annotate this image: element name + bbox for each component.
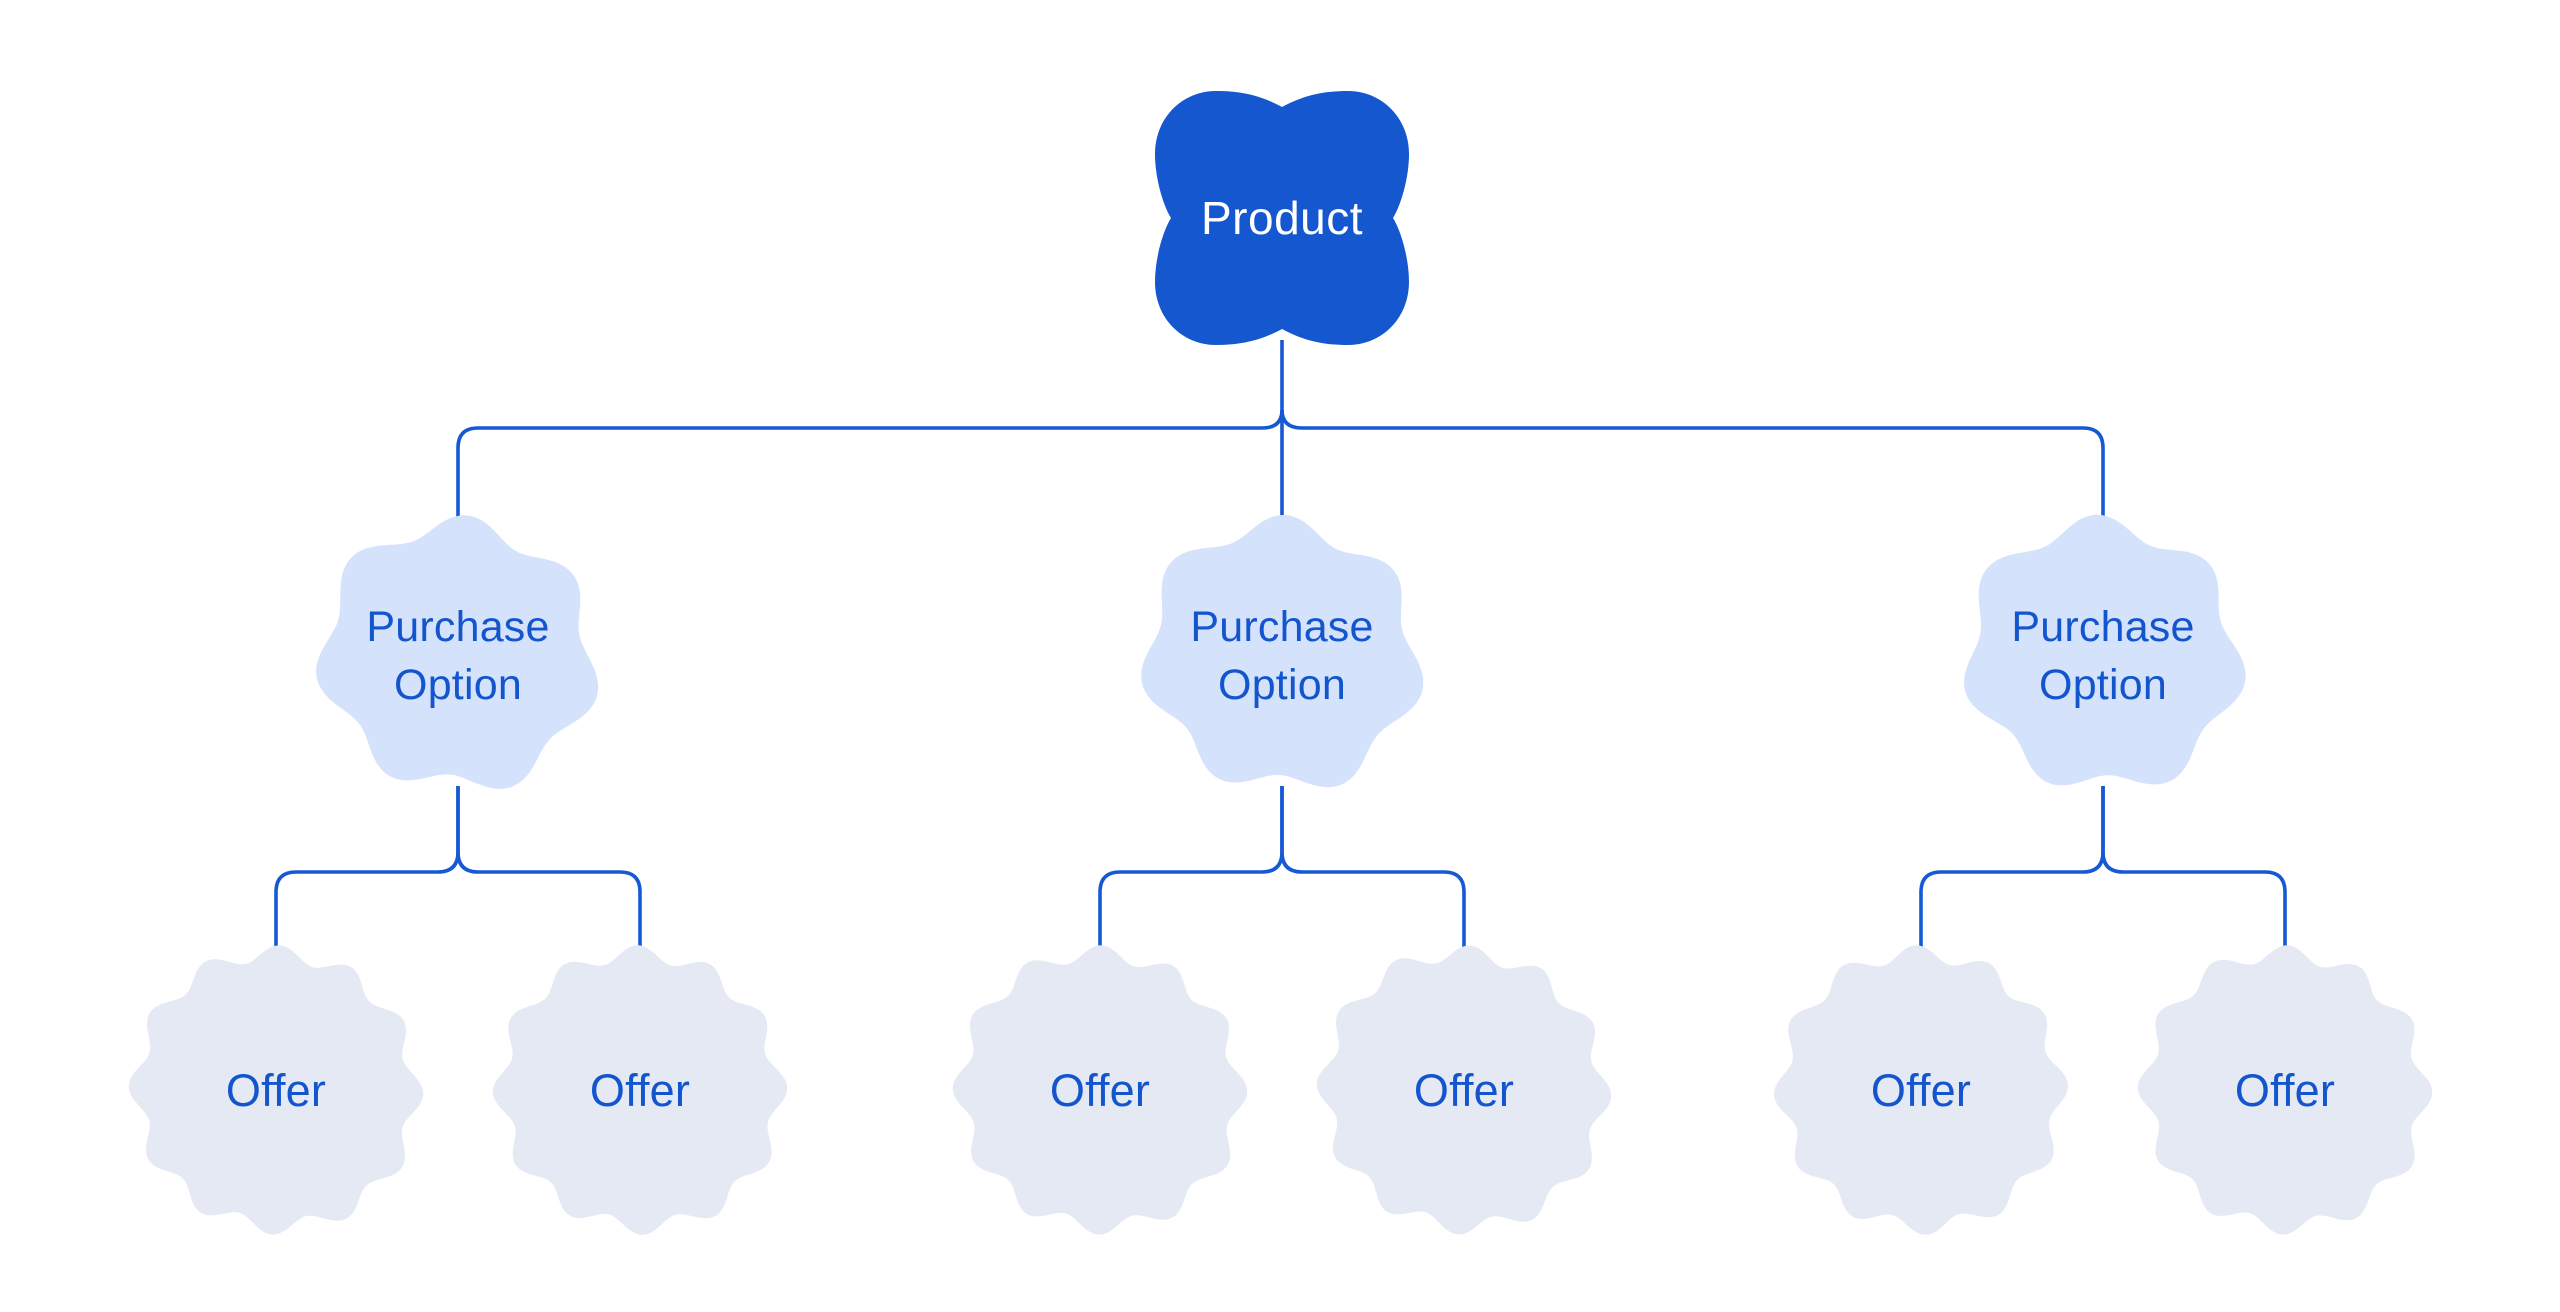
- purchase-option-node: [316, 515, 599, 789]
- offer-node-label: Offer: [1871, 1065, 1971, 1116]
- offer-node: [1316, 945, 1612, 1235]
- offer-node: [952, 945, 1248, 1235]
- offer-node-label: Offer: [1050, 1065, 1150, 1116]
- connector-line: [456, 409, 1284, 520]
- purchase-option-label-line2: Option: [2039, 661, 2167, 709]
- offer-node: [2137, 945, 2433, 1235]
- connector-line: [1280, 409, 2105, 520]
- offer-node: [128, 945, 424, 1235]
- purchase-option-label-line2: Option: [1218, 661, 1346, 709]
- connector-layer: [274, 340, 2287, 955]
- offer-node: [1773, 945, 2069, 1235]
- purchase-option-label-line1: Purchase: [366, 603, 549, 651]
- connector-line: [456, 786, 642, 955]
- connector-line: [1919, 786, 2105, 955]
- offer-node-label: Offer: [226, 1065, 326, 1116]
- purchase-option-node: [1141, 515, 1424, 788]
- product-node-label: Product: [1201, 192, 1363, 244]
- offer-node-label: Offer: [2235, 1065, 2335, 1116]
- offer-node-label: Offer: [590, 1065, 690, 1116]
- product-node: [1155, 91, 1409, 345]
- purchase-option-label-line1: Purchase: [1190, 603, 1373, 651]
- purchase-option-node: [1964, 514, 2246, 786]
- connector-line: [1098, 786, 1284, 955]
- offer-node-label: Offer: [1414, 1065, 1514, 1116]
- connector-line: [1280, 786, 1466, 955]
- purchase-option-label-line2: Option: [394, 661, 522, 709]
- connector-line: [2101, 786, 2287, 955]
- purchase-option-label-line1: Purchase: [2011, 603, 2194, 651]
- connector-line: [274, 786, 460, 955]
- offer-node: [492, 945, 788, 1235]
